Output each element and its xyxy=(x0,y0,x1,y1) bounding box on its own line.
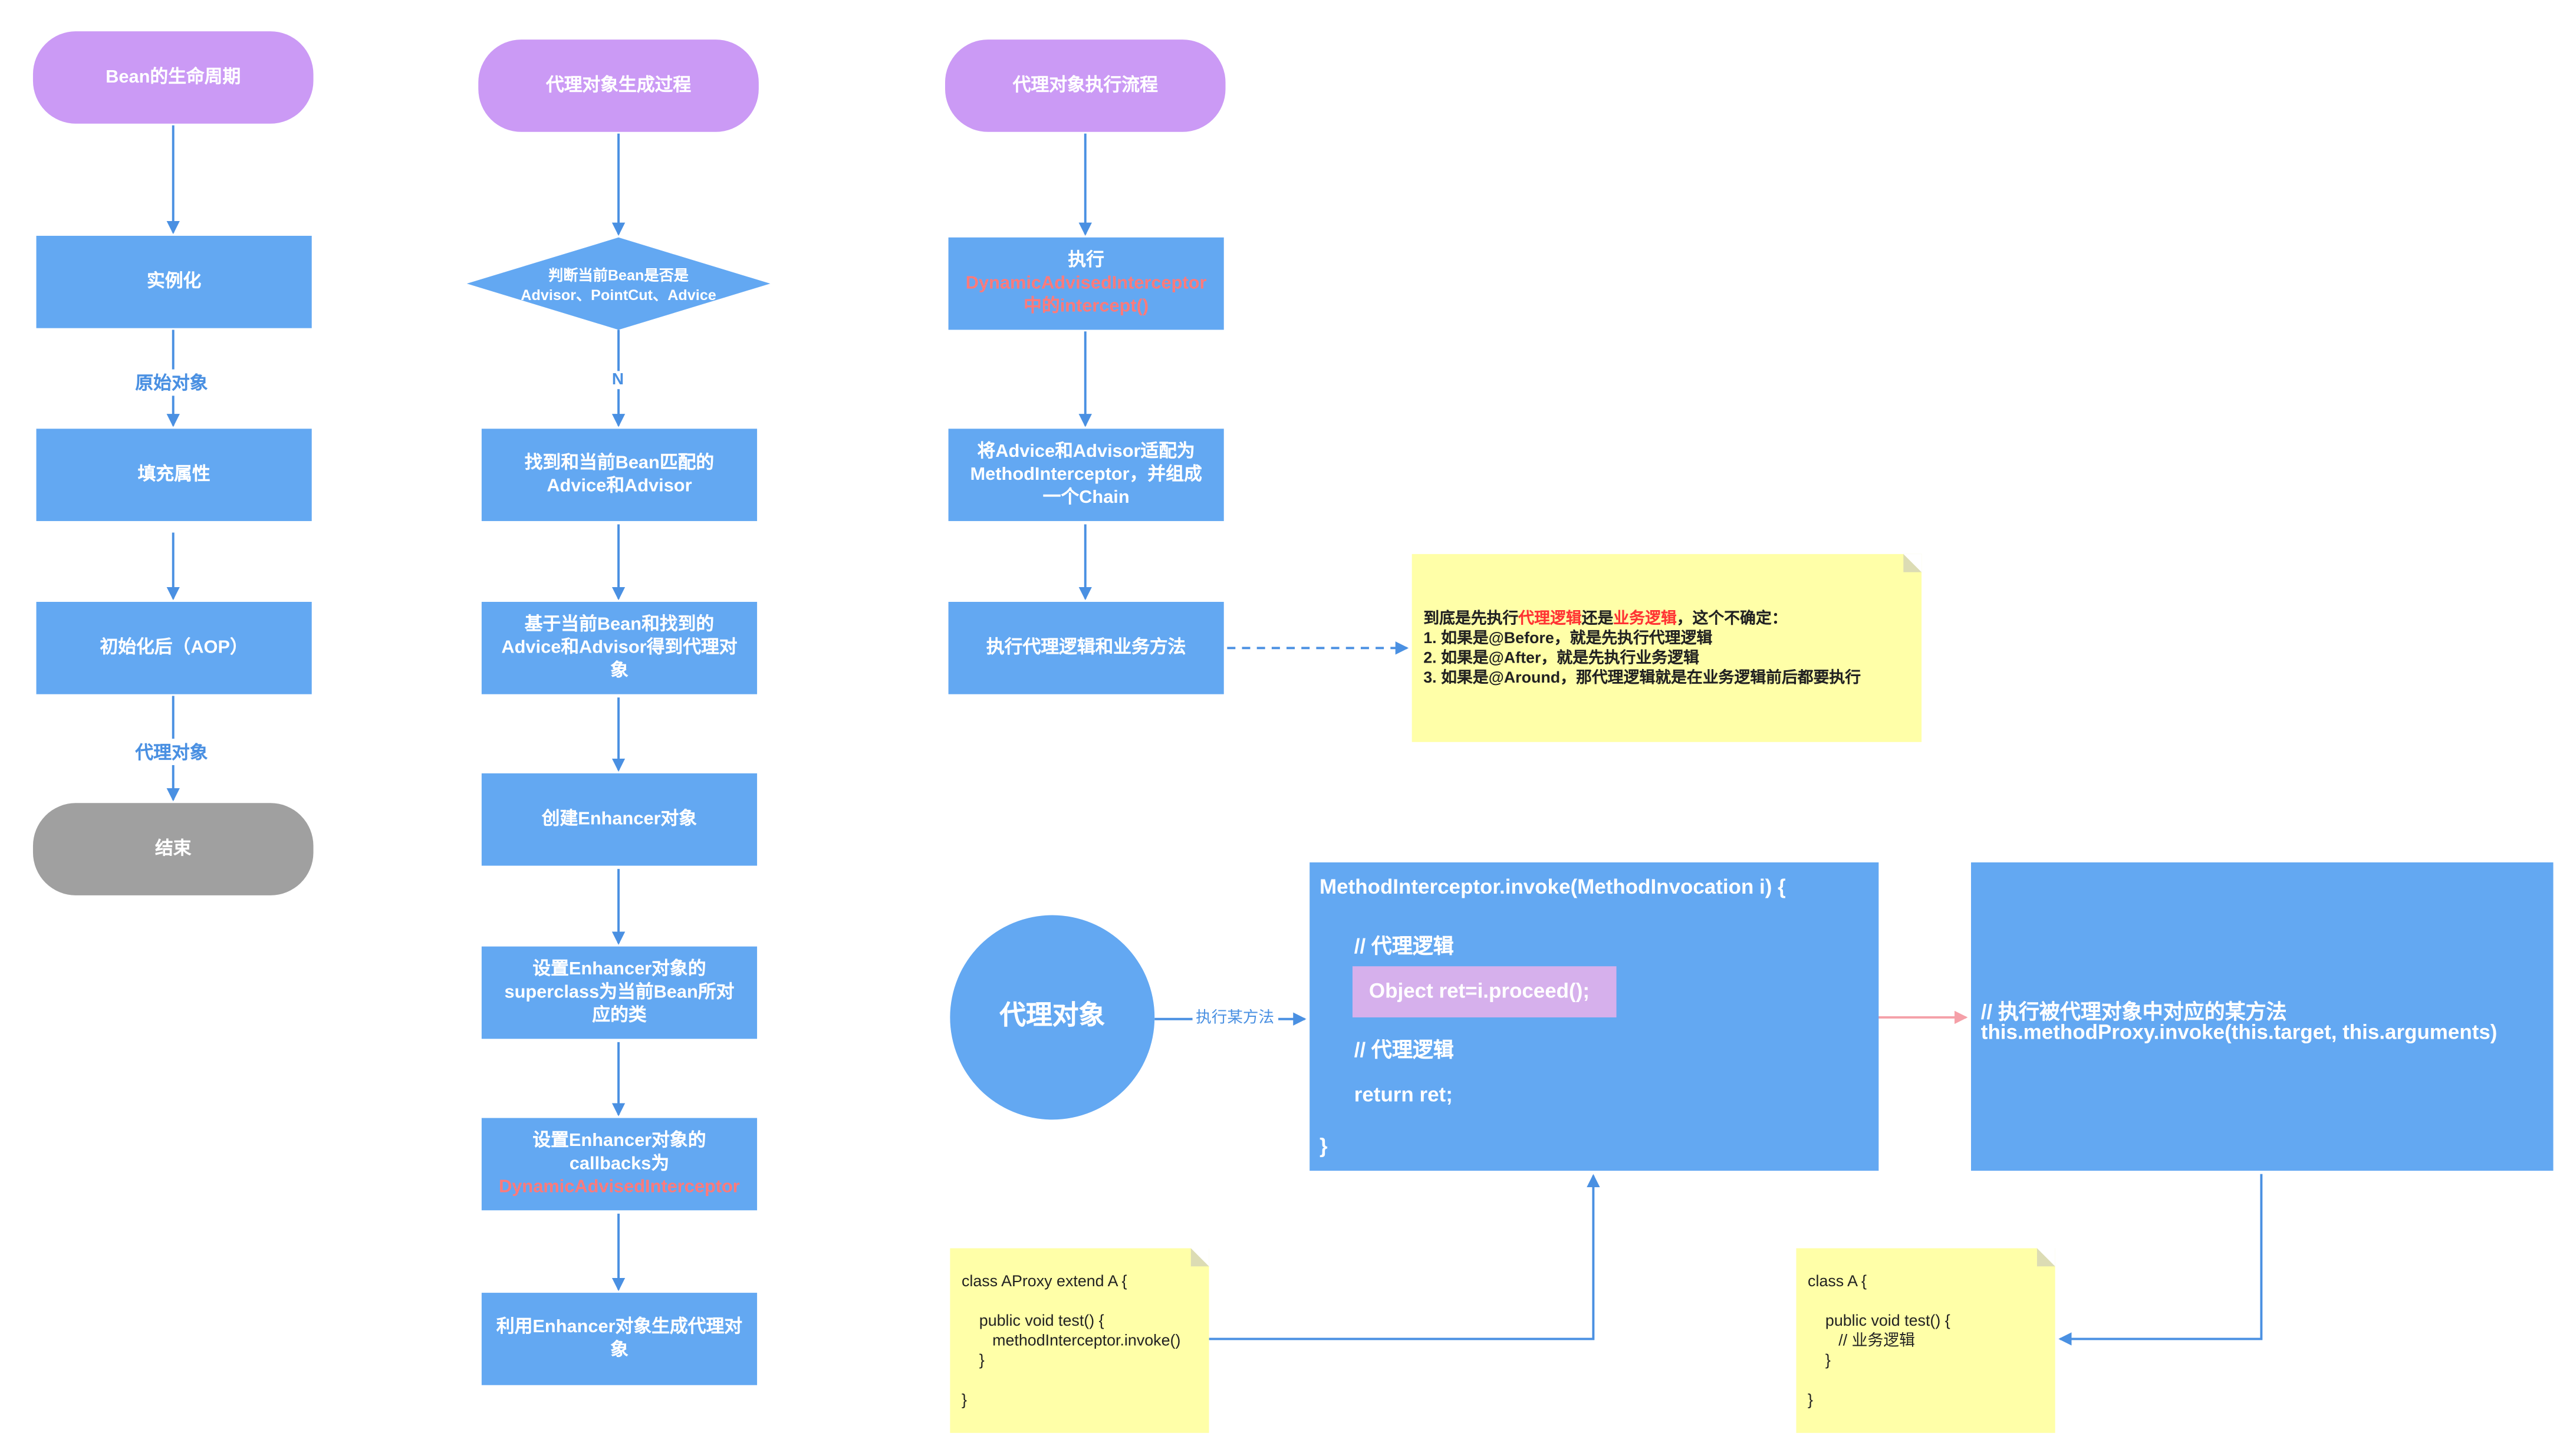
c2-step-create-enhancer: 创建Enhancer对象 xyxy=(481,773,758,866)
target-line2: this.methodProxy.invoke(this.target, thi… xyxy=(1980,1020,2498,1044)
aproxy-l1: class AProxy extend A { xyxy=(961,1273,1127,1292)
c2-step-generate-proxy: 利用Enhancer对象生成代理对 象 xyxy=(481,1293,758,1385)
a-l6 xyxy=(1808,1372,2055,1392)
aproxy-l5: } xyxy=(961,1352,985,1371)
invoke-line2: // 代理逻辑 xyxy=(1354,935,1454,958)
proxy-circle xyxy=(950,915,1155,1120)
aproxy-l2 xyxy=(962,1293,1209,1313)
aproxy-l6 xyxy=(962,1372,1209,1392)
note-logic-order: 到底是先执行代理逻辑还是业务逻辑，这个不确定： 1. 如果是@Before，就是… xyxy=(1411,554,1922,742)
note-fold xyxy=(1190,1248,1209,1267)
a-l4: // 业务逻辑 xyxy=(1808,1332,1915,1350)
a-l1: class A { xyxy=(1808,1273,1867,1292)
c2-title: 代理对象生成过程 xyxy=(478,39,759,132)
c2-step-set-superclass: 设置Enhancer对象的 superclass为当前Bean所对 应的类 xyxy=(481,946,758,1039)
c3-step-intercept: 执行 DynamicAdvisedInterceptor 中的intercept… xyxy=(948,237,1224,330)
a-l7: } xyxy=(1808,1391,1814,1410)
invoke-line3: // 代理逻辑 xyxy=(1354,1039,1454,1062)
note-logic-line2: 1. 如果是@Before，就是先执行代理逻辑 xyxy=(1423,630,1713,648)
c3-step-adapt-chain: 将Advice和Advisor适配为 MethodInterceptor，并组成… xyxy=(948,429,1224,521)
note-aproxy-class: class AProxy extend A { public void test… xyxy=(950,1248,1209,1433)
decision-no-label: N xyxy=(608,371,627,390)
c1-edge-label-raw: 原始对象 xyxy=(131,369,212,396)
invoke-line5: } xyxy=(1320,1134,1328,1158)
target-invoke-box: // 执行被代理对象中对应的某方法 this.methodProxy.invok… xyxy=(1971,862,2554,1171)
note-fold xyxy=(1903,554,1922,572)
note-logic-line4: 3. 如果是@Around，那代理逻辑就是在业务逻辑前后都要执行 xyxy=(1423,669,1861,688)
c1-edge-label-proxy: 代理对象 xyxy=(131,739,212,765)
c2-step-set-callbacks: 设置Enhancer对象的 callbacks为 DynamicAdvisedI… xyxy=(481,1118,758,1211)
c2-step-get-proxy: 基于当前Bean和找到的 Advice和Advisor得到代理对 象 xyxy=(481,602,758,694)
note-logic-line1: 到底是先执行代理逻辑还是业务逻辑，这个不确定： xyxy=(1423,610,1788,628)
aproxy-l4: methodInterceptor.invoke() xyxy=(961,1332,1181,1350)
proceed-highlight: Object ret=i.proceed(); xyxy=(1352,966,1617,1017)
invoke-line1: MethodInterceptor.invoke(MethodInvocatio… xyxy=(1320,875,1786,899)
method-interceptor-box: MethodInterceptor.invoke(MethodInvocatio… xyxy=(1309,862,1879,1171)
arrow-target-note xyxy=(2058,1174,2263,1346)
arrow-note-invoke xyxy=(1209,1174,1600,1340)
proceed-text: Object ret=i.proceed(); xyxy=(1368,979,1590,1003)
decision-text: 判断当前Bean是否是 Advisor、PointCut、Advice xyxy=(521,267,716,304)
c1-step-init-aop: 初始化后（AOP） xyxy=(36,602,312,694)
c3-step-execute: 执行代理逻辑和业务方法 xyxy=(948,602,1224,694)
edge-label-exec: 执行某方法 xyxy=(1192,1009,1278,1029)
invoke-line4: return ret; xyxy=(1354,1083,1453,1106)
c1-step-instantiate: 实例化 xyxy=(36,236,312,328)
c1-end: 结束 xyxy=(32,803,314,895)
a-l5: } xyxy=(1808,1352,1831,1371)
c1-step-populate: 填充属性 xyxy=(36,429,312,521)
aproxy-l3: public void test() { xyxy=(961,1312,1104,1331)
a-l3: public void test() { xyxy=(1808,1312,1950,1331)
c1-title: Bean的生命周期 xyxy=(32,31,314,124)
aproxy-l7: } xyxy=(961,1391,967,1410)
c3-title: 代理对象执行流程 xyxy=(945,39,1226,132)
proxy-circle-label: 代理对象 xyxy=(999,1002,1105,1031)
note-logic-line3: 2. 如果是@After，就是先执行业务逻辑 xyxy=(1423,650,1699,668)
target-line1: // 执行被代理对象中对应的某方法 xyxy=(1980,1000,2287,1025)
a-l2 xyxy=(1808,1293,2055,1313)
note-fold xyxy=(2036,1248,2055,1267)
c2-step-find-advisor: 找到和当前Bean匹配的 Advice和Advisor xyxy=(481,429,758,521)
note-a-class: class A { public void test() { // 业务逻辑 }… xyxy=(1796,1248,2055,1433)
